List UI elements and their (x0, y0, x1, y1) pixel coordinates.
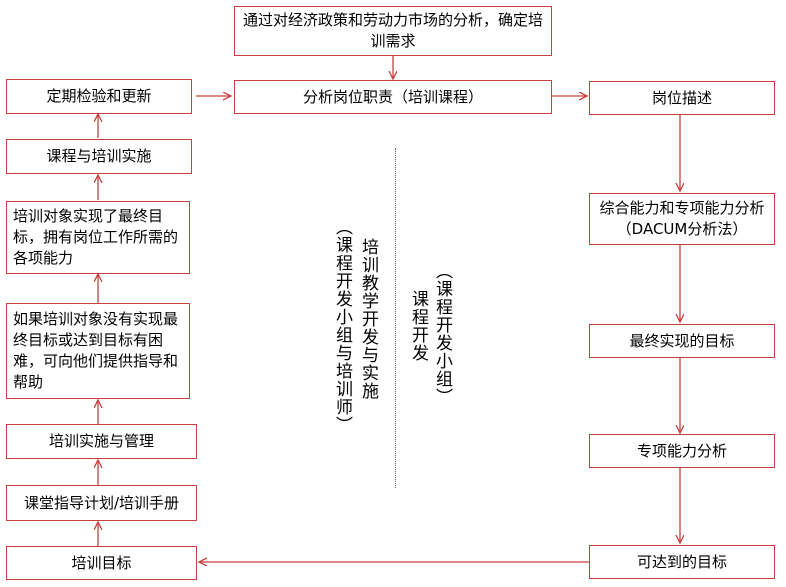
box-final-goal: 最终实现的目标 (589, 324, 775, 358)
box-analyze-duties: 分析岗位职责（培训课程） (234, 80, 552, 114)
box-analyze-duties-text: 分析岗位职责（培训课程） (302, 87, 483, 106)
box-training-needs: 通过对经济政策和劳动力市场的分析，确定培训需求 (234, 6, 552, 56)
box-lesson-plan: 课堂指导计划/培训手册 (6, 485, 197, 521)
box-review-update: 定期检验和更新 (6, 79, 192, 114)
box-dacum-text: 综合能力和专项能力分析（DACUM分析法） (599, 199, 765, 238)
box-help-text: 如果培训对象没有实现最终目标或达到目标有困难，可向他们提供指导和帮助 (13, 310, 179, 391)
box-training-goal: 培训目标 (6, 546, 197, 580)
box-achieved: 培训对象实现了最终目标，拥有岗位工作所需的各项能力 (6, 201, 190, 274)
box-review-update-text: 定期检验和更新 (46, 87, 152, 105)
box-job-description: 岗位描述 (589, 81, 775, 115)
box-training-management-text: 培训实施与管理 (48, 432, 154, 450)
box-lesson-plan-text: 课堂指导计划/培训手册 (23, 493, 180, 512)
label-course-sub: （课程开发小组） (432, 262, 452, 406)
label-course-main: 课程开发 (408, 290, 428, 362)
box-training-needs-text: 通过对经济政策和劳动力市场的分析，确定培训需求 (242, 11, 543, 50)
box-training-management: 培训实施与管理 (6, 424, 197, 459)
box-dacum: 综合能力和专项能力分析（DACUM分析法） (589, 193, 775, 245)
box-training-goal-text: 培训目标 (71, 553, 132, 572)
box-final-goal-text: 最终实现的目标 (629, 331, 735, 350)
box-job-description-text: 岗位描述 (651, 88, 712, 107)
box-reachable-goal-text: 可达到的目标 (636, 552, 727, 571)
box-special-ability: 专项能力分析 (589, 434, 775, 468)
box-achieved-text: 培训对象实现了最终目标，拥有岗位工作所需的各项能力 (13, 207, 179, 267)
box-course-implementation-text: 课程与培训实施 (46, 147, 152, 165)
box-special-ability-text: 专项能力分析 (636, 441, 727, 460)
label-teaching-sub: （课程开发小组与培训师） (332, 218, 352, 434)
divider-line (395, 148, 396, 488)
box-reachable-goal: 可达到的目标 (589, 545, 775, 579)
label-teaching-main: 培训教学开发与实施 (358, 238, 378, 400)
box-help: 如果培训对象没有实现最终目标或达到目标有困难，可向他们提供指导和帮助 (6, 303, 190, 399)
box-course-implementation: 课程与培训实施 (6, 139, 192, 174)
